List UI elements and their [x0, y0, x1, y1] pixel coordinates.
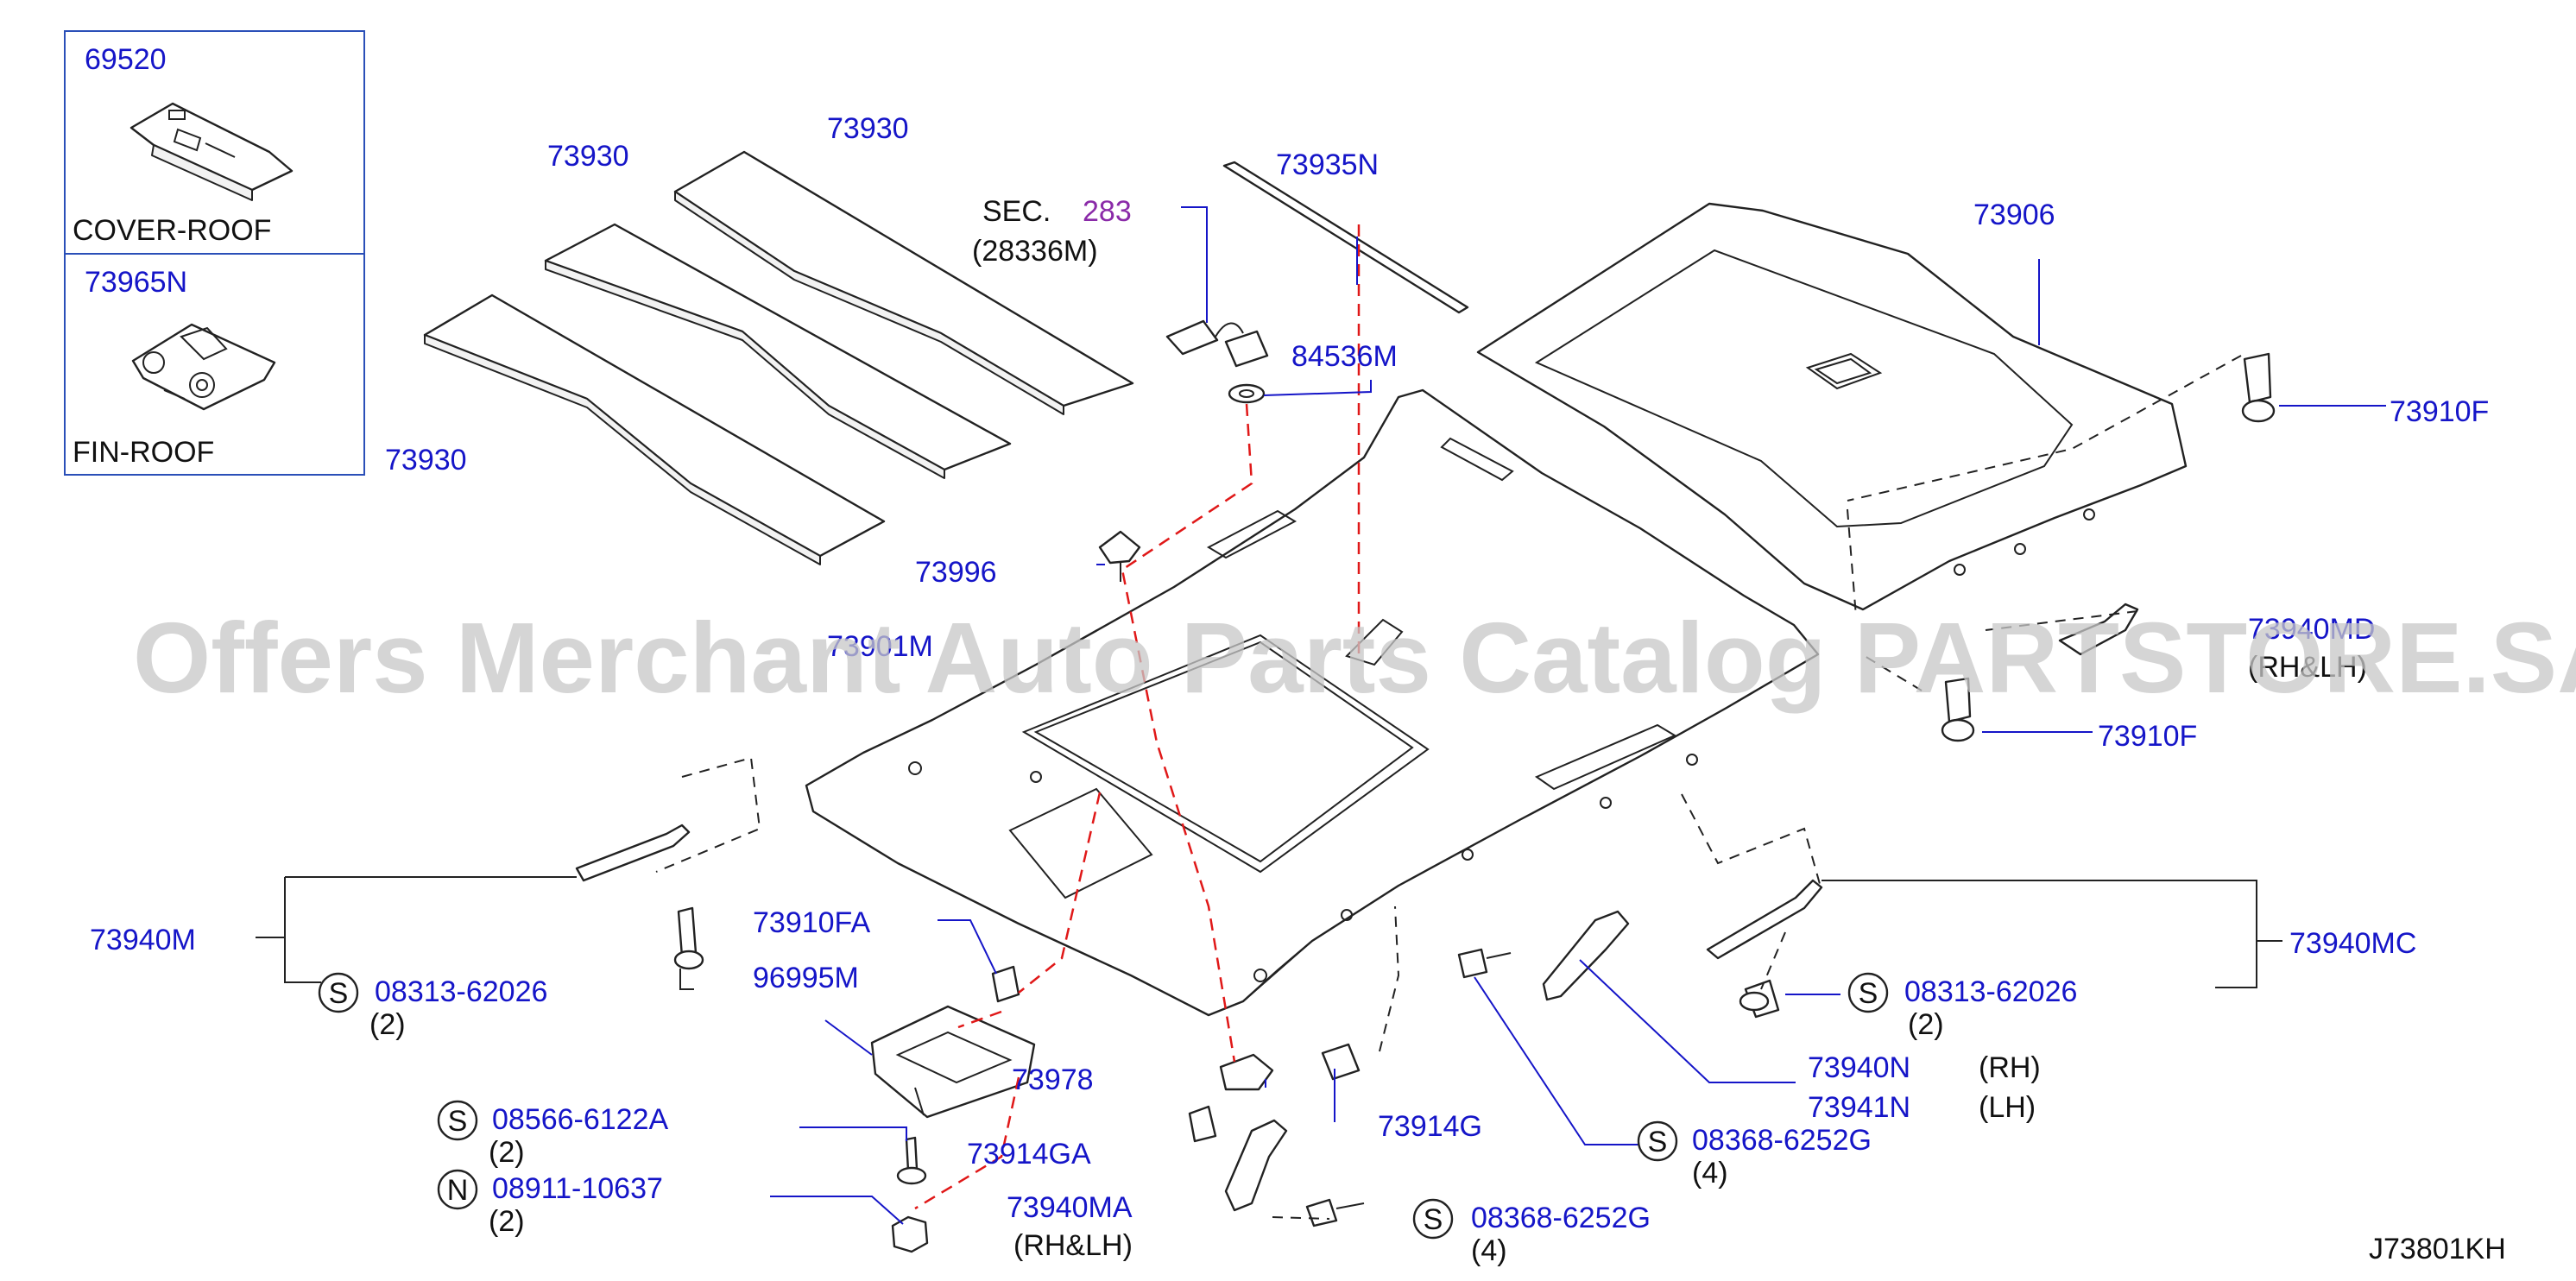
fastener-part-no[interactable]: 08368-6252G [1692, 1124, 1872, 1157]
fastener-qty: (4) [1471, 1234, 1507, 1267]
catalog-code: J73801KH [2369, 1233, 2506, 1265]
strip-73935N [1222, 161, 1469, 314]
fastener-prefix: S [1859, 977, 1878, 1010]
fastener-qty: (2) [1908, 1008, 1944, 1041]
nut-08911 [891, 1215, 929, 1253]
label-73914G[interactable]: 73914G [1378, 1110, 1482, 1143]
connector-sec-283 [1165, 319, 1269, 368]
label-73941N-qual: (LH) [1979, 1091, 2036, 1124]
inset-cover-name: COVER-ROOF [73, 214, 271, 247]
handle-73940MA [1224, 1119, 1288, 1212]
fastener-qty: (2) [489, 1136, 525, 1169]
label-73906[interactable]: 73906 [1973, 199, 2055, 231]
label-73940N-qual: (RH) [1979, 1051, 2041, 1084]
fastener-n-08911[interactable]: N 08911-10637 (2) [437, 1169, 663, 1238]
fastener-s-08368-low[interactable]: S 08368-6252G (4) [1412, 1198, 1651, 1267]
pad-73930-top [673, 150, 1134, 415]
cover-roof-part [129, 102, 294, 201]
screw-08313-right [1739, 991, 1770, 1012]
fastener-qty: (4) [1692, 1157, 1728, 1190]
ring-84536M [1228, 383, 1266, 404]
label-96995M[interactable]: 96995M [753, 962, 859, 994]
watermark: Offers Merchant Auto Parts Catalog PARTS… [133, 602, 2576, 714]
label-73940MA-qual: (RH&LH) [1013, 1229, 1133, 1262]
fastener-qty: (2) [369, 1008, 406, 1041]
fastener-part-no[interactable]: 08911-10637 [492, 1172, 663, 1205]
screw-08368-low [1305, 1198, 1365, 1227]
label-73910F-top[interactable]: 73910F [2390, 395, 2489, 428]
screw-08566 [896, 1136, 927, 1185]
fastener-s-right[interactable]: S 08313-62026 (2) [1847, 972, 2077, 1041]
clip-73910F-low [1941, 677, 1975, 742]
label-73910FA[interactable]: 73910FA [753, 906, 870, 939]
pad-73930-mid [544, 223, 1012, 479]
fastener-prefix: N [447, 1174, 469, 1207]
label-73996[interactable]: 73996 [915, 556, 997, 589]
label-sec-283[interactable]: 283 [1083, 195, 1132, 228]
label-73940MC[interactable]: 73940MC [2289, 927, 2416, 960]
label-73935N[interactable]: 73935N [1276, 148, 1379, 181]
label-73940MA[interactable]: 73940MA [1007, 1191, 1133, 1224]
fastener-part-no[interactable]: 08313-62026 [1904, 975, 2077, 1008]
handle-73940MD [2058, 603, 2139, 656]
fastener-s-left[interactable]: S 08313-62026 (2) [318, 972, 547, 1041]
inset-fin-part-no[interactable]: 73965N [85, 266, 187, 299]
label-73930-top[interactable]: 73930 [827, 112, 909, 145]
clip-73914G [1321, 1043, 1361, 1081]
label-73940MD[interactable]: 73940MD [2248, 613, 2375, 646]
label-sec-sub: (28336M) [972, 235, 1098, 268]
fastener-part-no[interactable]: 08313-62026 [375, 975, 547, 1008]
fastener-qty: (2) [489, 1205, 525, 1238]
fastener-prefix: S [448, 1105, 468, 1138]
fastener-s-08566[interactable]: S 08566-6122A (2) [437, 1100, 669, 1169]
label-84536M[interactable]: 84536M [1291, 340, 1398, 373]
clip-73914GA [1188, 1105, 1217, 1143]
fastener-prefix: S [1648, 1126, 1668, 1158]
headlining-73906 [1476, 202, 2188, 611]
label-73978[interactable]: 73978 [1012, 1063, 1094, 1096]
leader-lines [770, 206, 2386, 1225]
inset-fin-name: FIN-ROOF [73, 436, 214, 469]
handle-73940M [575, 824, 704, 970]
label-73910F-low[interactable]: 73910F [2098, 720, 2197, 753]
bracket-lines [256, 876, 2282, 990]
label-73930-mid[interactable]: 73930 [547, 140, 629, 173]
fastener-part-no[interactable]: 08566-6122A [492, 1103, 669, 1136]
black-dash-lines [655, 355, 2242, 1220]
inset-box: 69520 COVER-ROOF 73965N FIN-ROOF [64, 30, 365, 476]
fastener-prefix: S [329, 977, 349, 1010]
pad-73910FA [991, 965, 1020, 1003]
headlining-73901M [805, 388, 1820, 1017]
bracket-96995M [870, 1005, 1036, 1119]
fastener-s-08368-mid[interactable]: S 08368-6252G (4) [1637, 1120, 1872, 1190]
red-install-lines [914, 224, 1361, 1210]
label-73930-low[interactable]: 73930 [385, 444, 467, 476]
fastener-prefix: S [1424, 1203, 1443, 1236]
label-73901M[interactable]: 73901M [827, 630, 933, 663]
clip-73996 [1098, 530, 1141, 582]
label-73940MD-qual: (RH&LH) [2248, 651, 2367, 684]
label-sec-prefix: SEC. [982, 195, 1051, 228]
screw-08368-mid [1457, 948, 1512, 979]
label-73941N[interactable]: 73941N [1808, 1091, 1910, 1124]
inset-cover-part-no[interactable]: 69520 [85, 43, 167, 76]
label-73914GA[interactable]: 73914GA [967, 1138, 1091, 1171]
clip-73910F-top [2241, 352, 2276, 423]
fastener-part-no[interactable]: 08368-6252G [1471, 1202, 1651, 1234]
pad-73930-low [423, 293, 886, 565]
label-73940M[interactable]: 73940M [90, 924, 196, 956]
handle-73940N [1542, 910, 1630, 1001]
fin-roof-part [131, 323, 276, 411]
label-73940N[interactable]: 73940N [1808, 1051, 1910, 1084]
